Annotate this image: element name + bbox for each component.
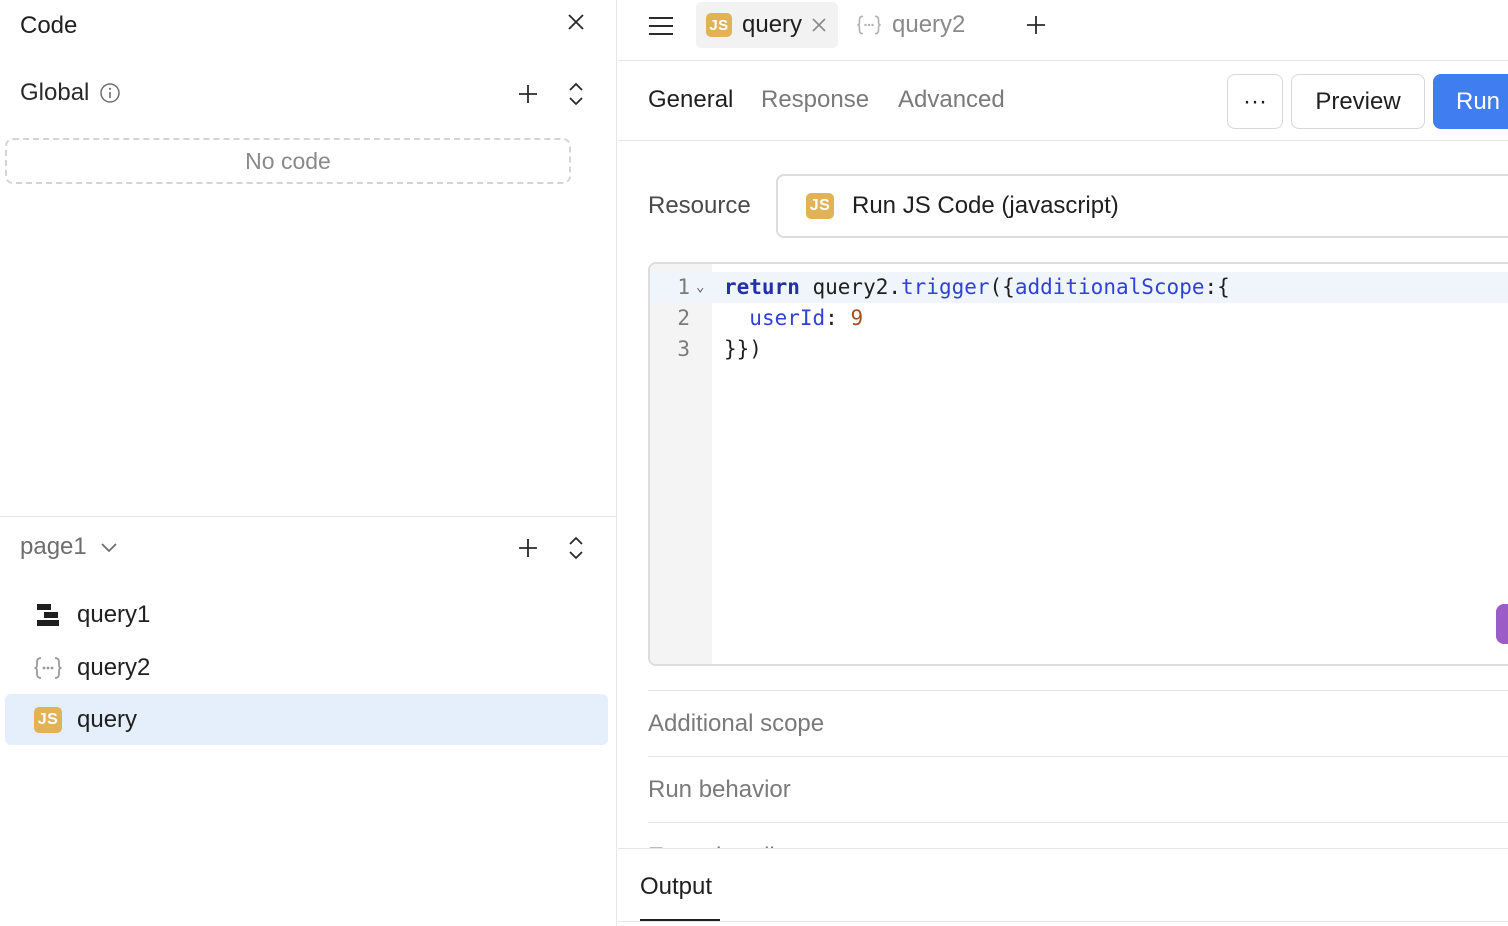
tab-advanced[interactable]: Advanced: [898, 86, 1005, 113]
list-item-label: query1: [77, 600, 151, 628]
tab-query[interactable]: JS query: [696, 2, 839, 48]
add-global-button[interactable]: [514, 80, 542, 108]
ai-assist-icon[interactable]: [1496, 604, 1508, 644]
section-additional-scope[interactable]: Additional scope: [648, 690, 1508, 756]
curly-braces-icon: [33, 653, 63, 683]
query-editor-panel: JS query query2 General Response Advance…: [618, 0, 1508, 926]
global-label: Global: [20, 79, 90, 106]
resource-label: Resource: [648, 192, 751, 219]
expand-collapse-icon: [569, 82, 583, 106]
code-editor[interactable]: 1 ⌄ return query2.trigger({additionalSco…: [648, 262, 1508, 666]
no-code-placeholder: No code: [5, 138, 571, 184]
line-number: 2: [677, 306, 690, 330]
line-gutter: [650, 264, 712, 664]
tab-label: query2: [892, 11, 966, 38]
tab-response[interactable]: Response: [761, 86, 870, 113]
fold-chevron-icon[interactable]: ⌄: [696, 279, 705, 295]
js-icon: JS: [33, 705, 63, 735]
close-panel-button[interactable]: [564, 10, 588, 34]
js-icon: JS: [706, 13, 732, 37]
query-tab-bar: JS query query2: [618, 0, 1508, 61]
code-text: return query2.trigger({additionalScope:{: [724, 275, 1230, 299]
section-run-behavior[interactable]: Run behavior: [648, 756, 1508, 822]
chevron-down-icon: [99, 537, 119, 557]
code-text: }}): [724, 337, 762, 361]
page-selector[interactable]: page1: [20, 533, 119, 561]
menu-button[interactable]: [646, 12, 676, 40]
code-panel: Code Global No code page1 query1: [0, 0, 617, 926]
hamburger-icon: [649, 17, 673, 35]
section-divider: [0, 516, 617, 517]
resource-value: Run JS Code (javascript): [852, 192, 1119, 219]
tab-label: query: [742, 11, 803, 38]
run-button[interactable]: Run: [1433, 74, 1508, 129]
info-icon[interactable]: [99, 82, 121, 104]
preview-button[interactable]: Preview: [1291, 74, 1425, 129]
active-tab-indicator: [640, 919, 720, 922]
list-item-query[interactable]: JS query: [5, 694, 608, 745]
code-line[interactable]: 1 ⌄ return query2.trigger({additionalSco…: [650, 272, 1508, 303]
global-section-header: Global: [20, 79, 121, 107]
output-panel: Output: [618, 848, 1508, 926]
plus-icon: [1027, 16, 1045, 34]
list-item-label: query2: [77, 653, 151, 681]
tab-output[interactable]: Output: [640, 873, 713, 900]
code-text: userId: 9: [749, 306, 864, 330]
tab-general[interactable]: General: [648, 86, 734, 113]
expand-global-button[interactable]: [562, 80, 590, 108]
more-options-button[interactable]: ···: [1227, 74, 1283, 129]
plus-icon: [519, 539, 537, 557]
list-item-label: query: [77, 705, 138, 733]
code-line[interactable]: 2 userId: 9: [650, 303, 1508, 334]
panel-title: Code: [20, 12, 78, 39]
section-partial[interactable]: Event handlers: [648, 822, 1508, 848]
list-item-query2[interactable]: query2: [5, 642, 608, 693]
close-icon: [568, 14, 584, 30]
js-icon: JS: [806, 193, 834, 219]
output-divider: [618, 921, 1508, 922]
rest-api-icon: [33, 600, 63, 630]
add-query-button[interactable]: [514, 534, 542, 562]
tab-query2[interactable]: query2: [846, 2, 975, 48]
curly-braces-icon: [856, 13, 882, 37]
line-number: 3: [677, 337, 690, 361]
resource-select[interactable]: JS Run JS Code (javascript): [776, 174, 1508, 238]
expand-page-button[interactable]: [562, 534, 590, 562]
close-icon[interactable]: [810, 16, 828, 34]
expand-collapse-icon: [569, 536, 583, 560]
plus-icon: [519, 85, 537, 103]
add-tab-button[interactable]: [1022, 11, 1050, 39]
page-label: page1: [20, 533, 87, 560]
query-subtabs: General Response Advanced ··· Preview Ru…: [618, 62, 1508, 141]
line-number: 1: [677, 275, 690, 299]
list-item-query1[interactable]: query1: [5, 589, 608, 640]
code-line[interactable]: 3 }}): [650, 334, 1508, 365]
